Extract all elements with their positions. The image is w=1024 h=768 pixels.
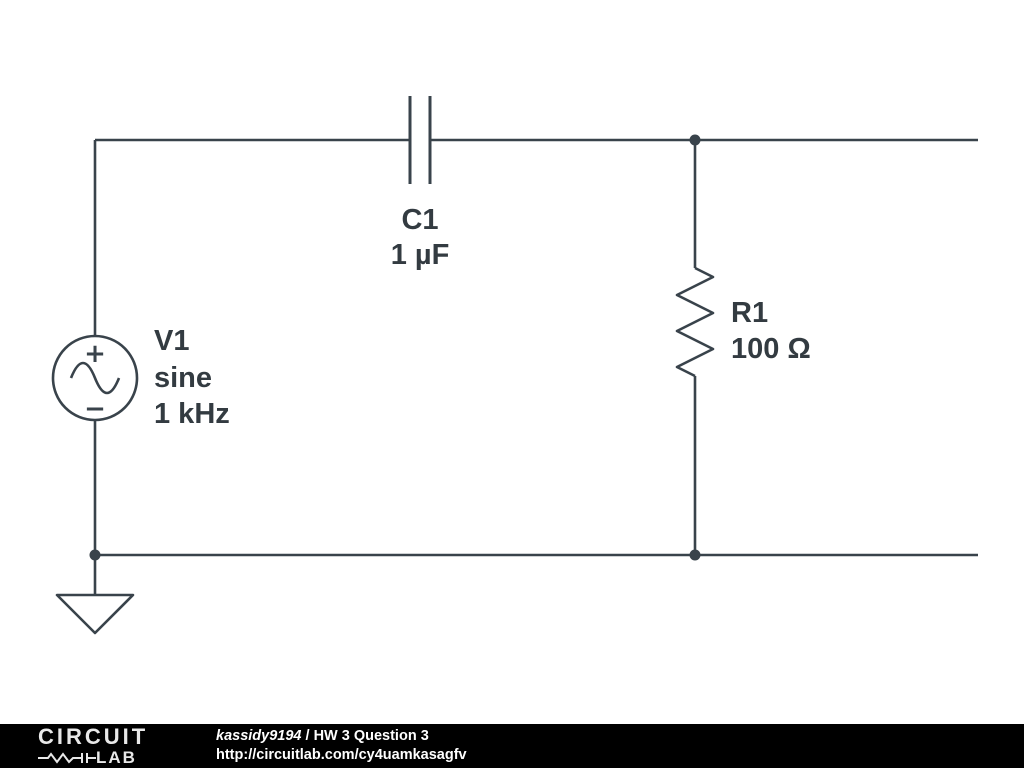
circuit-title-text: HW 3 Question 3 [313,727,429,744]
ground-symbol [55,593,135,635]
logo-circuit-text: CIRCUIT [38,724,149,749]
footer-bar: CIRCUIT LAB kassidy9194 / HW 3 Question … [0,724,1024,768]
resistor-value-label: 100 Ω [731,333,811,365]
resistor-name-label: R1 [731,297,768,329]
logo-lab-row: LAB [38,749,188,766]
resistor-glyph-icon [38,751,96,764]
schematic-canvas: + − C1 1 µF V1 sine [51,96,978,635]
username-text: kassidy9194 [216,727,302,744]
separator-text: / [301,727,314,744]
component-labels: C1 1 µF V1 sine 1 kHz R1 100 Ω [154,204,811,430]
junction-nodes [89,134,701,561]
source-name-label: V1 [154,325,189,357]
attribution-line: kassidy9194 / HW 3 Question 3 [216,728,467,745]
sine-wave-icon [69,361,121,395]
capacitor-value-label: 1 µF [391,239,450,271]
node-dot [689,549,701,561]
minus-sign: − [84,394,106,424]
circuit-url-text: http://circuitlab.com/cy4uamkasagfv [216,747,467,763]
footer-attribution-block: kassidy9194 / HW 3 Question 3 http://cir… [216,728,467,765]
capacitor-name-label: C1 [401,204,438,236]
ground-triangle [55,593,135,635]
plus-sign: + [84,339,106,369]
resistor-symbol [675,266,715,378]
voltage-source-symbol: + − [51,334,139,424]
circuit-schematic: + − C1 1 µF V1 sine [51,96,978,635]
source-frequency-label: 1 kHz [154,398,230,430]
node-dot [89,549,101,561]
circuitlab-logo: CIRCUIT LAB [38,726,188,766]
source-waveform-label: sine [154,362,212,394]
resistor-zigzag [675,266,715,378]
wires [93,138,978,595]
node-dot [689,134,701,146]
capacitor-symbol [408,96,432,184]
logo-lab-text: LAB [96,748,137,767]
